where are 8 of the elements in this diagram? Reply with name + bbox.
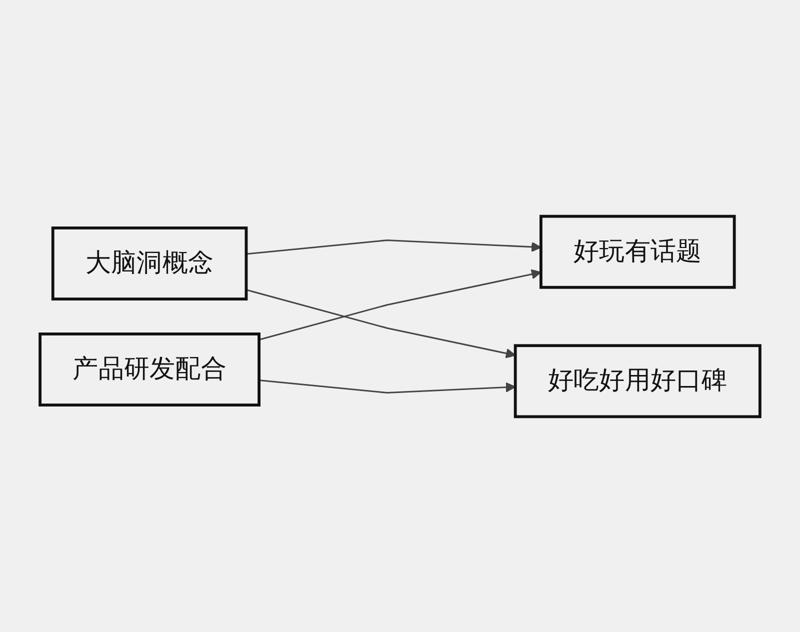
node-box: 好吃好用好口碑 — [514, 344, 762, 418]
arrow — [258, 378, 516, 394]
arrow — [258, 268, 542, 340]
arrow — [246, 238, 542, 254]
arrow — [246, 288, 516, 358]
node-box: 产品研发配合 — [38, 332, 260, 406]
node-box: 好玩有话题 — [540, 214, 736, 288]
node-box: 大脑洞概念 — [51, 226, 248, 300]
